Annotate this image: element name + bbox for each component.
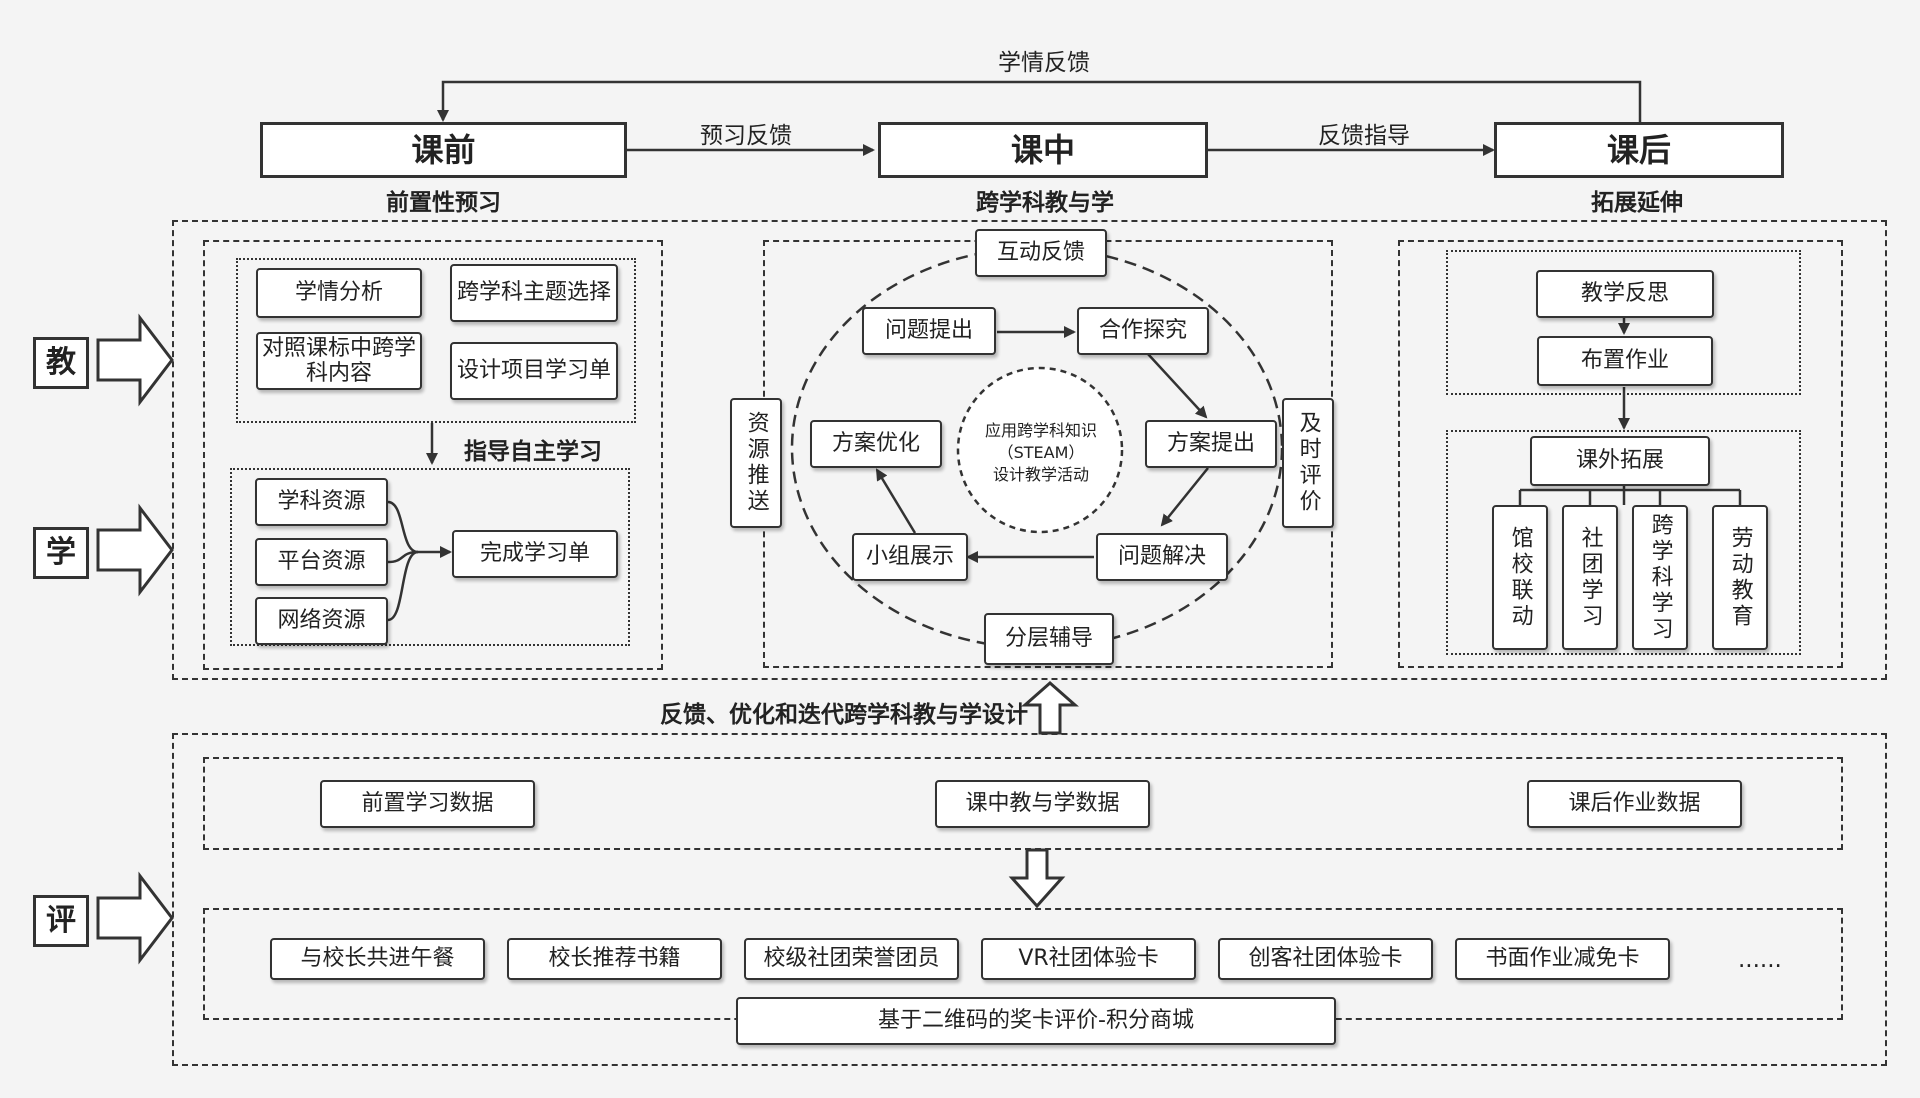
pre-teach-item: 学情分析 [256, 268, 422, 318]
feedback-design-label: 反馈、优化和迭代跨学科教与学设计 [660, 702, 1028, 728]
interactive-feedback: 互动反馈 [975, 229, 1107, 277]
cycle-step: 问题提出 [862, 307, 996, 355]
cycle-step: 问题解决 [1096, 533, 1228, 581]
activity-item: 跨学科学习 [1632, 505, 1688, 650]
resource-push: 资源推送 [730, 398, 782, 528]
pre-teach-item: 跨学科主题选择 [450, 264, 618, 322]
stage-pre-subtitle: 前置性预习 [386, 190, 501, 216]
timely-evaluation: 及时评价 [1282, 398, 1334, 528]
guide-label: 指导自主学习 [464, 439, 602, 465]
cycle-step: 方案优化 [810, 420, 942, 468]
reward-more: ...... [1738, 947, 1782, 973]
activity-item: 社团学习 [1562, 505, 1618, 650]
data-source: 前置学习数据 [320, 780, 535, 828]
center-text: 应用跨学科知识 （STEAM） 设计教学活动 [982, 420, 1100, 486]
reward-card: VR社团体验卡 [981, 938, 1196, 980]
pre-teach-item: 对照课标中跨学科内容 [256, 332, 422, 390]
cycle-step: 方案提出 [1145, 420, 1277, 468]
reward-card: 校长推荐书籍 [507, 938, 722, 980]
data-sources-frame [203, 757, 1843, 850]
pre-learn-group [230, 468, 630, 646]
mid-to-post-label: 反馈指导 [1318, 123, 1410, 149]
cycle-step: 合作探究 [1077, 307, 1209, 355]
stage-post: 课后 [1494, 122, 1784, 178]
resource-item: 网络资源 [255, 597, 388, 645]
activity-item: 劳动教育 [1712, 505, 1768, 650]
complete-worksheet: 完成学习单 [452, 530, 618, 578]
reward-card: 与校长共进午餐 [270, 938, 485, 980]
stage-post-subtitle: 拓展延伸 [1591, 190, 1683, 216]
center-line: （STEAM） [997, 443, 1085, 462]
resource-item: 平台资源 [255, 538, 388, 586]
stage-mid: 课中 [878, 122, 1208, 178]
pre-teach-group [236, 258, 636, 423]
stage-pre: 课前 [260, 122, 627, 178]
tiered-tutoring: 分层辅导 [984, 613, 1114, 665]
activity-item: 馆校联动 [1492, 505, 1548, 650]
stage-mid-subtitle: 跨学科教与学 [976, 190, 1114, 216]
after-extend-group [1446, 430, 1801, 655]
feedback-up-arrow [1021, 681, 1079, 735]
side-label-learn: 学 [33, 527, 89, 579]
side-label-eval: 评 [33, 895, 89, 947]
center-circle [956, 366, 1124, 534]
pre-teach-item: 设计项目学习单 [450, 342, 618, 400]
teaching-reflection: 教学反思 [1536, 270, 1714, 318]
data-source: 课后作业数据 [1527, 780, 1742, 828]
resource-item: 学科资源 [255, 478, 388, 526]
assign-homework: 布置作业 [1537, 336, 1713, 386]
points-mall: 基于二维码的奖卡评价-积分商城 [736, 997, 1336, 1045]
after-teach-group [1446, 250, 1801, 395]
center-line: 设计教学活动 [992, 465, 1089, 484]
extracurricular-extension: 课外拓展 [1530, 436, 1710, 486]
center-line: 应用跨学科知识 [984, 421, 1097, 440]
eval-hollow-arrow [96, 871, 174, 965]
teach-learn-frame [172, 220, 1887, 680]
after-class-frame [1398, 240, 1843, 668]
cycle-step: 小组展示 [852, 533, 968, 581]
pre-to-mid-label: 预习反馈 [700, 123, 792, 149]
side-label-teach: 教 [33, 337, 89, 389]
reward-card: 创客社团体验卡 [1218, 938, 1433, 980]
data-source: 课中教与学数据 [935, 780, 1150, 828]
reward-card: 书面作业减免卡 [1455, 938, 1670, 980]
feedback-loop-arrow [437, 80, 1642, 122]
top-loop-label: 学情反馈 [998, 50, 1090, 76]
data-down-arrow [1008, 848, 1066, 909]
pre-class-frame [203, 240, 663, 670]
reward-card: 校级社团荣誉团员 [744, 938, 959, 980]
learn-hollow-arrow [96, 503, 174, 597]
teach-hollow-arrow [96, 313, 174, 407]
eval-frame [172, 733, 1887, 1066]
